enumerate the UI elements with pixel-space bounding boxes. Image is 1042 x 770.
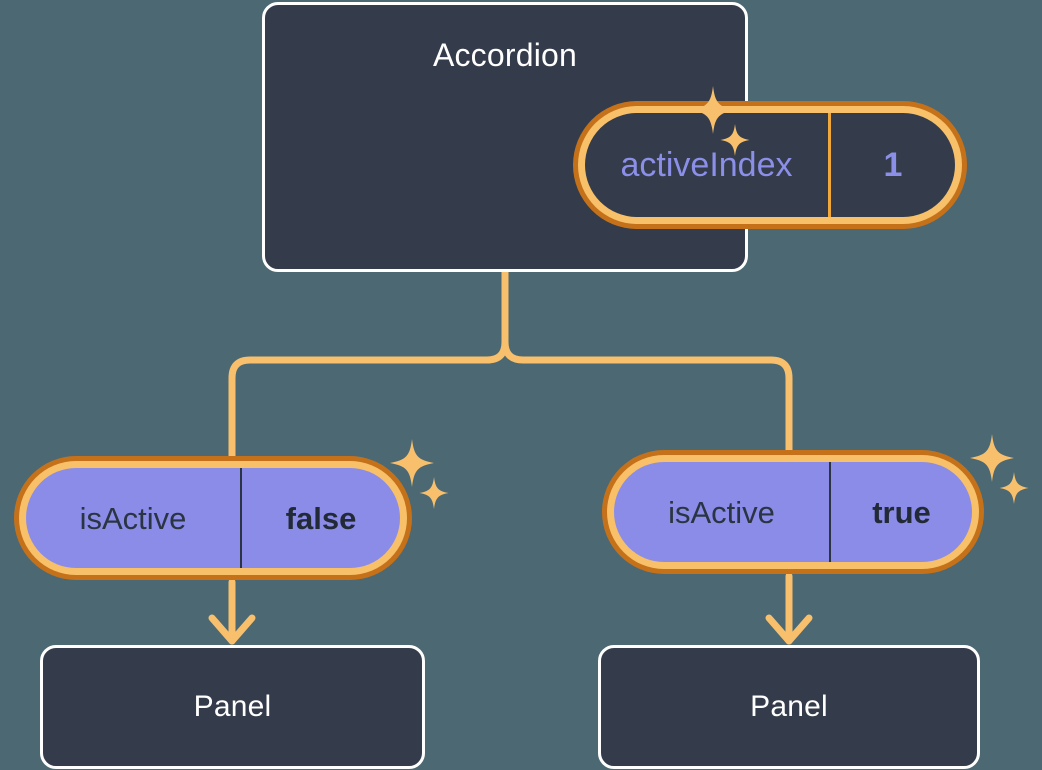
panel-title: Panel [750, 690, 828, 723]
panel-component-box-right[interactable]: Panel [598, 645, 980, 769]
accordion-component-box[interactable]: Accordion activeIndex 1 [262, 2, 967, 272]
arrow-right [765, 572, 813, 645]
state-value-label: true [829, 462, 972, 562]
state-value-label: false [240, 468, 400, 568]
panel-title: Panel [193, 690, 272, 723]
pill-inner-ring: isActive false [19, 461, 407, 575]
state-value-label: 1 [828, 113, 955, 217]
pill-core: isActive false [26, 468, 400, 568]
panel-component-box-left[interactable]: Panel [40, 645, 425, 769]
state-pill-activeindex[interactable]: activeIndex 1 [573, 101, 967, 229]
pill-core: activeIndex 1 [585, 113, 955, 217]
pill-core: isActive true [614, 462, 972, 562]
state-key-label: isActive [668, 494, 775, 530]
state-pill-isactive-left[interactable]: isActive false [14, 456, 412, 580]
accordion-title: Accordion [432, 37, 578, 73]
pill-inner-ring: activeIndex 1 [578, 106, 962, 224]
state-key-label: activeIndex [620, 146, 793, 184]
pill-inner-ring: isActive true [607, 455, 979, 569]
arrow-left [208, 578, 256, 645]
state-pill-isactive-right[interactable]: isActive true [602, 450, 984, 574]
state-key-label: isActive [79, 500, 187, 536]
